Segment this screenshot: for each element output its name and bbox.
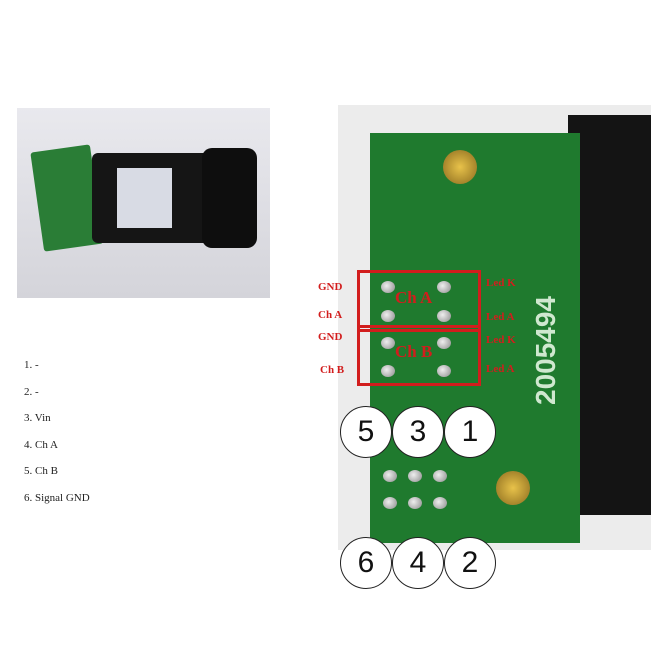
pin-label-ch-b: Ch B — [320, 364, 345, 376]
pin-label-led-k: Led K — [486, 277, 516, 289]
pcb-board — [370, 133, 580, 543]
pin-label-led-a: Led A — [486, 311, 515, 323]
pin-item: 2. - — [24, 385, 39, 398]
pin-number-5: 5 — [340, 406, 392, 458]
motor-body — [568, 115, 651, 515]
ch-a-box-label: Ch A — [395, 288, 433, 307]
pin-list: 1. - 2. - 3. Vin 4. Ch A 5. Ch B 6. Sign… — [24, 352, 90, 511]
pin-item: 6. Signal GND — [24, 491, 90, 504]
pin-number-3: 3 — [392, 406, 444, 458]
pin-label-gnd: GND — [318, 281, 343, 293]
ch-b-box — [357, 325, 481, 386]
pin-label-gnd: GND — [318, 331, 343, 343]
pin-item: 3. Vin — [24, 412, 51, 424]
encoder-motor-photo — [17, 108, 270, 298]
pin-number-1: 1 — [444, 406, 496, 458]
motor-label — [117, 168, 172, 228]
encoder-pcb-closeup-photo: 2005494 — [338, 105, 651, 550]
screw-bottom — [496, 471, 530, 505]
pin-number-4: 4 — [392, 537, 444, 589]
pin-number-6: 6 — [340, 537, 392, 589]
pin-item: 4. Ch A — [24, 438, 58, 451]
pin-label-led-k: Led K — [486, 334, 516, 346]
screw-top — [443, 150, 477, 184]
ch-b-box-label: Ch B — [395, 342, 433, 361]
gearbox — [202, 148, 257, 248]
pin-item: 5. Ch B — [24, 465, 58, 477]
board-marking: 2005494 — [530, 295, 561, 405]
pin-item: 1. - — [24, 359, 39, 371]
ch-a-box — [357, 270, 481, 332]
pin-label-led-a: Led A — [486, 363, 515, 375]
pin-number-2: 2 — [444, 537, 496, 589]
pin-label-ch-a: Ch A — [318, 309, 343, 321]
